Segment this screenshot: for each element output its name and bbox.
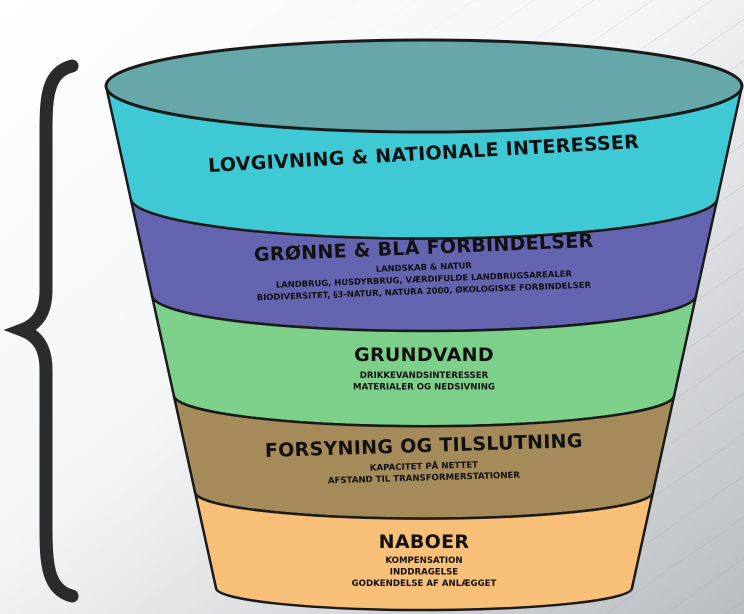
funnel-rim xyxy=(104,38,744,134)
layer-detail: INDDRAGELSE xyxy=(390,568,459,578)
layer-detail: GODKENDELSE AF ANLÆGGET xyxy=(352,579,497,589)
layer-detail: LANDSKAB & NATUR xyxy=(376,260,473,274)
layer-title: GRUNDVAND xyxy=(354,344,494,366)
funnel-layer xyxy=(193,491,655,612)
layer-detail: MATERIALER OG NEDSIVNING xyxy=(353,383,495,393)
curly-brace xyxy=(3,59,79,603)
layer-title: NABOER xyxy=(379,531,470,553)
layer-detail: DRIKKEVANDSINTERESSER xyxy=(360,371,489,381)
layer-detail: KAPACITET PÅ NETTET xyxy=(370,459,479,473)
funnel-opening xyxy=(104,38,744,134)
funnel-layers xyxy=(104,85,744,612)
layer-detail: KOMPENSATION xyxy=(385,556,462,566)
